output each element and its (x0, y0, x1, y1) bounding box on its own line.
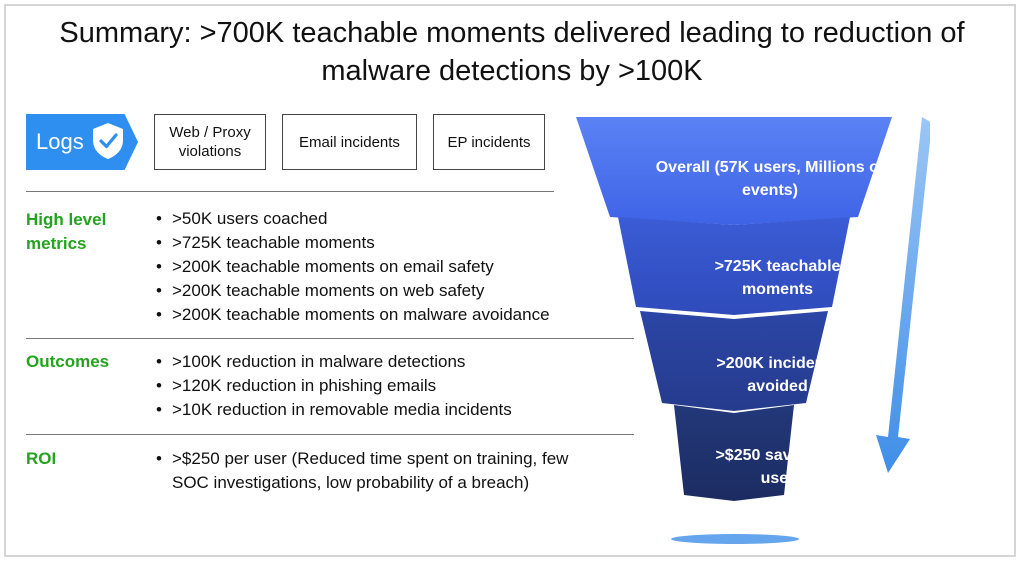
source-box-web-proxy: Web / Proxy violations (154, 114, 266, 170)
down-arrow-icon (876, 117, 930, 473)
funnel-label-saved: >$250 saved per user (715, 447, 840, 487)
roi-list: >$250 per user (Reduced time spent on tr… (154, 447, 592, 495)
section-label-roi: ROI (26, 449, 57, 468)
list-item: >725K teachable moments (154, 231, 550, 255)
section-label-high-level-metrics: High level metrics (26, 210, 107, 253)
section-label-outcomes: Outcomes (26, 352, 110, 371)
source-box-email: Email incidents (282, 114, 417, 170)
source-box-ep: EP incidents (433, 114, 545, 170)
list-item: >200K teachable moments on web safety (154, 279, 550, 303)
list-item: >200K teachable moments on email safety (154, 255, 550, 279)
list-item: >120K reduction in phishing emails (154, 374, 512, 398)
funnel-label-incidents: >200K incidents avoided (716, 355, 839, 395)
funnel-label-teachable: >725K teachable moments (714, 258, 841, 298)
divider (26, 191, 554, 192)
list-item: >50K users coached (154, 207, 550, 231)
high-level-metrics-list: >50K users coached >725K teachable momen… (154, 207, 550, 327)
outcomes-list: >100K reduction in malware detections >1… (154, 350, 512, 422)
slide-frame (4, 4, 1016, 557)
funnel-layer-1 (576, 117, 892, 225)
funnel-layer-2 (618, 217, 850, 315)
funnel-layer-4 (674, 405, 794, 501)
list-item: >100K reduction in malware detections (154, 350, 512, 374)
source-label: EP incidents (447, 133, 531, 151)
source-label: Email incidents (299, 133, 400, 151)
logs-label: Logs (36, 129, 84, 154)
divider (26, 338, 634, 339)
funnel-graphic (576, 117, 930, 544)
source-label: Web / Proxy violations (169, 124, 251, 160)
list-item: >10K reduction in removable media incide… (154, 398, 512, 422)
divider (26, 434, 634, 435)
funnel-label-overall: Overall (57K users, Millions of events) (655, 159, 885, 199)
title-line-1: Summary: >700K teachable moments deliver… (59, 17, 965, 49)
funnel-layer-3 (640, 311, 828, 411)
list-item: >$250 per user (Reduced time spent on tr… (154, 447, 592, 495)
funnel-base-shadow (671, 534, 799, 544)
shield-check-icon (93, 123, 123, 159)
list-item: >200K teachable moments on malware avoid… (154, 303, 550, 327)
slide-title: Summary: >700K teachable moments deliver… (20, 14, 1004, 90)
title-line-2: malware detections by >100K (321, 55, 703, 87)
